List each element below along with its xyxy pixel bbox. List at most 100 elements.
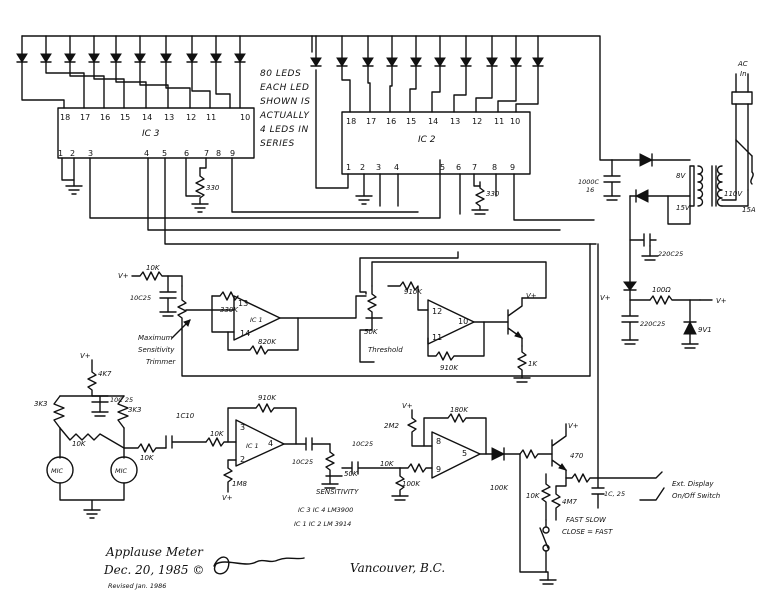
- mic-preamp: V+ 4K7 10C 25 3K3 3K3 10K 10K MIC MIC 1C…: [34, 243, 720, 585]
- c1c35-label: 1C, 25: [604, 490, 625, 498]
- ic3-top-pin-11: 11: [206, 113, 216, 122]
- opc-label: IC 1: [246, 442, 259, 450]
- r470-label: 470: [570, 452, 584, 460]
- r100-label: 100Ω: [652, 286, 671, 294]
- opc-pin-3: 3: [240, 423, 245, 432]
- ic3-bot-pin-7: 7: [204, 149, 209, 158]
- led-ic2-1: [336, 35, 348, 67]
- ic2-top-pin-13: 13: [450, 117, 460, 126]
- title-text: Applause Meter: [105, 545, 204, 559]
- ext-display-1: Ext. Display: [672, 480, 714, 488]
- r2m2-label: 2M2: [384, 422, 399, 430]
- r820k-label: 820K: [258, 338, 277, 346]
- c1000-label: 1000C: [578, 178, 600, 186]
- signature-icon: [213, 556, 305, 575]
- r10k-a-label: 10K: [146, 264, 161, 272]
- ic3-bot-pin-1: 1: [58, 149, 63, 158]
- r3k3-b-label: 3K3: [128, 406, 142, 414]
- led-note-line-5: 4 LEDS IN: [260, 125, 309, 135]
- ic2-bot-pin-4: 4: [394, 163, 399, 172]
- vplus-out: V+: [716, 297, 727, 305]
- c220-b-label: 220C25: [640, 320, 665, 328]
- max-sens-1: Maximum: [138, 334, 173, 342]
- led-bus: [21, 35, 613, 161]
- ic3-top-pin-12: 12: [186, 113, 196, 122]
- opd-pin-9: 9: [436, 465, 441, 474]
- led-ic3-7: [160, 35, 172, 63]
- ac-in-label: AC: [737, 60, 748, 68]
- vplus-in: V+: [600, 294, 611, 302]
- ic2-top-pin-12: 12: [472, 117, 482, 126]
- label-15v: 15V: [676, 204, 691, 212]
- ic2-bot-pin-1: 1: [346, 163, 351, 172]
- r10k-e-label: 10K: [380, 460, 395, 468]
- ext-display-2: On/Off Switch: [672, 492, 720, 500]
- ic3-top-pin-13: 13: [164, 113, 174, 122]
- max-sens-2: Sensitivity: [138, 346, 175, 354]
- ic2-top-pin-17: 17: [366, 117, 376, 126]
- ic3-top-pin-10: 10: [240, 113, 250, 122]
- r180k-label: 180K: [450, 406, 469, 414]
- sensitivity-label: SENSITIVITY: [316, 488, 359, 496]
- led-note-line-2: EACH LED: [260, 83, 309, 93]
- opc-pin-2: 2: [240, 455, 245, 464]
- fast-slow-2: CLOSE = FAST: [562, 528, 613, 536]
- ic3-bot-pin-6: 6: [184, 149, 189, 158]
- ic3-bot-pin-5: 5: [162, 149, 167, 158]
- vplus-b: V+: [526, 292, 537, 300]
- label-8v: 8V: [676, 172, 686, 180]
- ic3-bot-pin-3: 3: [88, 149, 93, 158]
- level-section: V+ 10K 10C25 Maximum Sensitivity Trimmer…: [118, 243, 591, 383]
- r3k3-label: 3K3: [34, 400, 48, 408]
- c1000-volt: 16: [586, 186, 594, 194]
- r910k-b-label: 910K: [440, 364, 459, 372]
- led-note: 80 LEDS EACH LED SHOWN IS ACTUALLY 4 LED…: [259, 69, 310, 149]
- led-ic2-2: [362, 35, 374, 67]
- ic3-bot-pin-9: 9: [230, 149, 235, 158]
- ic2-bot-pin-5: 5: [440, 163, 445, 172]
- place-text: Vancouver, B.C.: [350, 561, 445, 575]
- led-ic3-3: [64, 35, 76, 63]
- opd-pin-8: 8: [436, 437, 441, 446]
- opa-pin-13: 13: [238, 299, 248, 308]
- opd-pin-5: 5: [462, 449, 467, 458]
- led-ic3-9: [210, 35, 222, 63]
- r10k-f-label: 10K: [526, 492, 541, 500]
- led-note-line-4: ACTUALLY: [259, 111, 310, 121]
- vplus-c: V+: [80, 352, 91, 360]
- ic3-top-pin-16: 16: [100, 113, 110, 122]
- date-text: Dec. 20, 1985 ©: [103, 563, 204, 577]
- led-ic2-7: [486, 35, 498, 67]
- c220-a-label: 220C25: [658, 250, 683, 258]
- mic-right-label: MIC: [115, 467, 128, 475]
- opa-label: IC 1: [250, 316, 263, 324]
- c10c25-c-label: 10C25: [292, 458, 313, 466]
- ic-note-1: IC 3 IC 4 LM3900: [298, 506, 353, 514]
- led-ic2-9: [532, 35, 544, 67]
- r910k-a-label: 910K: [404, 288, 423, 296]
- r330k-label: 330K: [220, 306, 239, 314]
- led-note-line-6: SERIES: [260, 139, 295, 149]
- led-ic2-6: [460, 35, 472, 67]
- opb-pin-12: 12: [432, 307, 442, 316]
- r10k-b-label: 10K: [72, 440, 87, 448]
- mic-left-label: MIC: [51, 467, 64, 475]
- opa-pin-14: 14: [240, 329, 250, 338]
- ic2-top-pin-14: 14: [428, 117, 438, 126]
- ic2-label: IC 2: [418, 135, 436, 145]
- led-ic2-4: [410, 35, 422, 67]
- opb-pin-11: 11: [432, 333, 442, 342]
- ic-note-2: IC 1 IC 2 LM 3914: [294, 520, 351, 528]
- r50k-thr-label: 50K: [364, 328, 379, 336]
- r1k-label: 1K: [528, 360, 538, 368]
- ac-in-label-2: In: [740, 70, 747, 78]
- ic2-top-pin-10: 10: [510, 117, 520, 126]
- ic2-top-pin-18: 18: [346, 117, 356, 126]
- led-ic3-8: [186, 35, 198, 63]
- label-110v: 110V: [724, 190, 743, 198]
- ic3-top-pin-15: 15: [120, 113, 130, 122]
- c10c25-d-label: 10C25: [352, 440, 373, 448]
- r4m7-label: 4M7: [562, 498, 577, 506]
- led-note-line-1: 80 LEDS: [260, 69, 301, 79]
- r330-a-label: 330: [206, 184, 220, 192]
